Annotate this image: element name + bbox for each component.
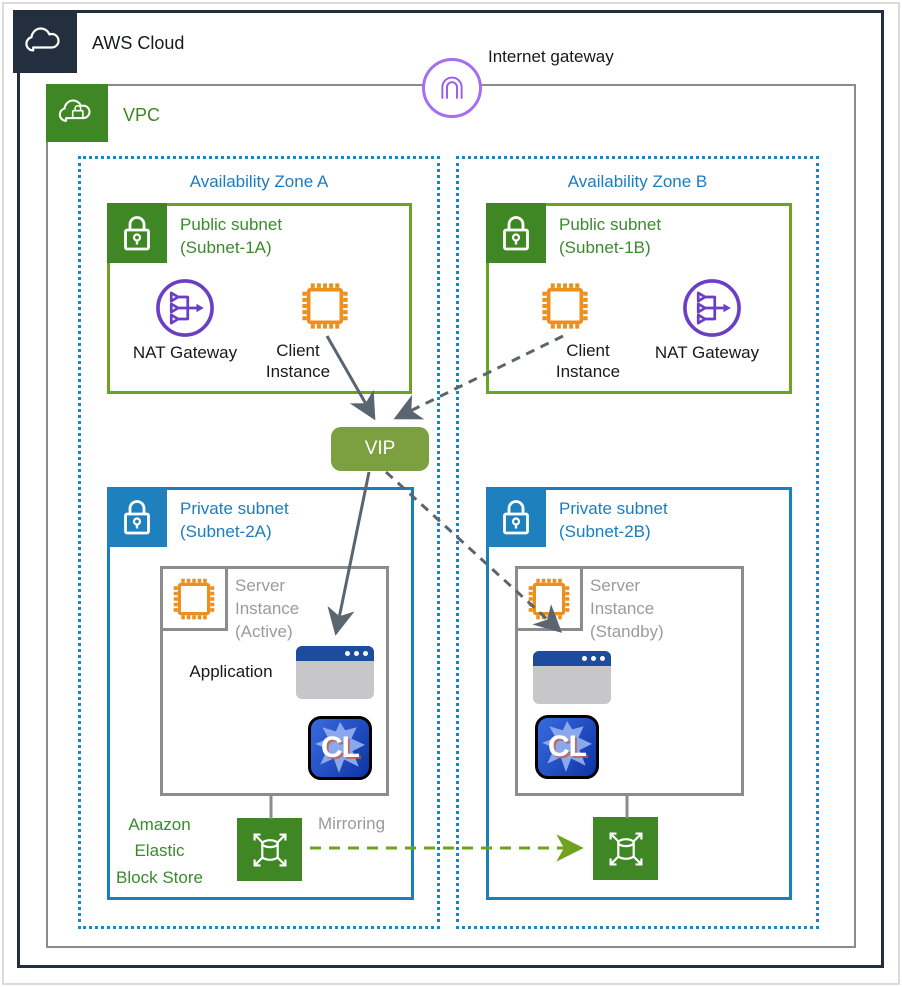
private-subnet-2a-title: Private subnet (Subnet-2A) [180, 499, 289, 541]
window-dot [354, 651, 359, 656]
server-instance-standby-label: Server Instance (Standby) [590, 576, 664, 641]
application-window-icon [533, 651, 611, 704]
private-subnet-lock-icon [107, 487, 167, 547]
nat-gateway-icon [152, 275, 218, 346]
public-subnet-1b-box: Public subnet (Subnet-1B) Client Instanc… [486, 203, 792, 394]
aws-cloud-box [17, 10, 884, 968]
vpc-label: VPC [123, 105, 161, 125]
server-instance-active-box: Server Instance (Active) Application CL [160, 566, 389, 796]
nat-gateway-label: NAT Gateway [132, 343, 238, 362]
client-instance-icon [296, 277, 354, 340]
vpc-icon [46, 84, 108, 142]
window-title-bar [296, 646, 374, 661]
internet-gateway-label: Internet gateway [488, 47, 614, 66]
private-subnet-lock-icon [486, 487, 546, 547]
window-title-bar [533, 651, 611, 666]
ebs-volume-icon [237, 818, 302, 881]
public-subnet-lock-icon [486, 203, 546, 263]
aws-cloud-label: AWS Cloud [92, 33, 185, 53]
availability-zone-a-label: Availability Zone A [189, 172, 329, 191]
nat-gateway-label: NAT Gateway [654, 343, 760, 362]
ebs-label: Amazon Elastic Block Store [116, 815, 203, 887]
cluster-icon-letters: CL [548, 730, 587, 763]
mirroring-label: Mirroring [318, 814, 386, 833]
ebs-volume-icon [593, 817, 658, 880]
client-instance-label: Client Instance [555, 341, 621, 382]
window-dot [363, 651, 368, 656]
vip-node: VIP [331, 427, 429, 471]
public-subnet-1a-box: Public subnet (Subnet-1A) NAT Gateway Cl… [107, 203, 412, 394]
application-label: Application [189, 662, 273, 681]
availability-zone-b-label: Availability Zone B [567, 172, 708, 191]
window-dot [600, 656, 605, 661]
server-instance-icon [160, 566, 228, 631]
aws-cloud-icon [13, 10, 77, 73]
server-instance-active-label: Server Instance (Active) [235, 576, 300, 641]
window-dot [582, 656, 587, 661]
cluster-icon-letters: CL [321, 731, 360, 764]
server-instance-standby-box: Server Instance (Standby) CL [515, 566, 744, 796]
private-subnet-2b-title: Private subnet (Subnet-2B) [559, 499, 668, 541]
application-window-icon [296, 646, 374, 699]
cluster-software-icon: CL [308, 716, 372, 780]
public-subnet-lock-icon [107, 203, 167, 263]
client-instance-icon [536, 277, 594, 340]
internet-gateway-icon [422, 58, 482, 118]
public-subnet-1a-title: Public subnet (Subnet-1A) [180, 215, 283, 257]
client-instance-label: Client Instance [265, 341, 331, 382]
cluster-software-icon: CL [535, 715, 599, 779]
window-dot [591, 656, 596, 661]
public-subnet-1b-title: Public subnet (Subnet-1B) [559, 215, 662, 257]
window-dot [345, 651, 350, 656]
nat-gateway-icon [679, 275, 745, 346]
server-instance-icon [515, 566, 583, 631]
